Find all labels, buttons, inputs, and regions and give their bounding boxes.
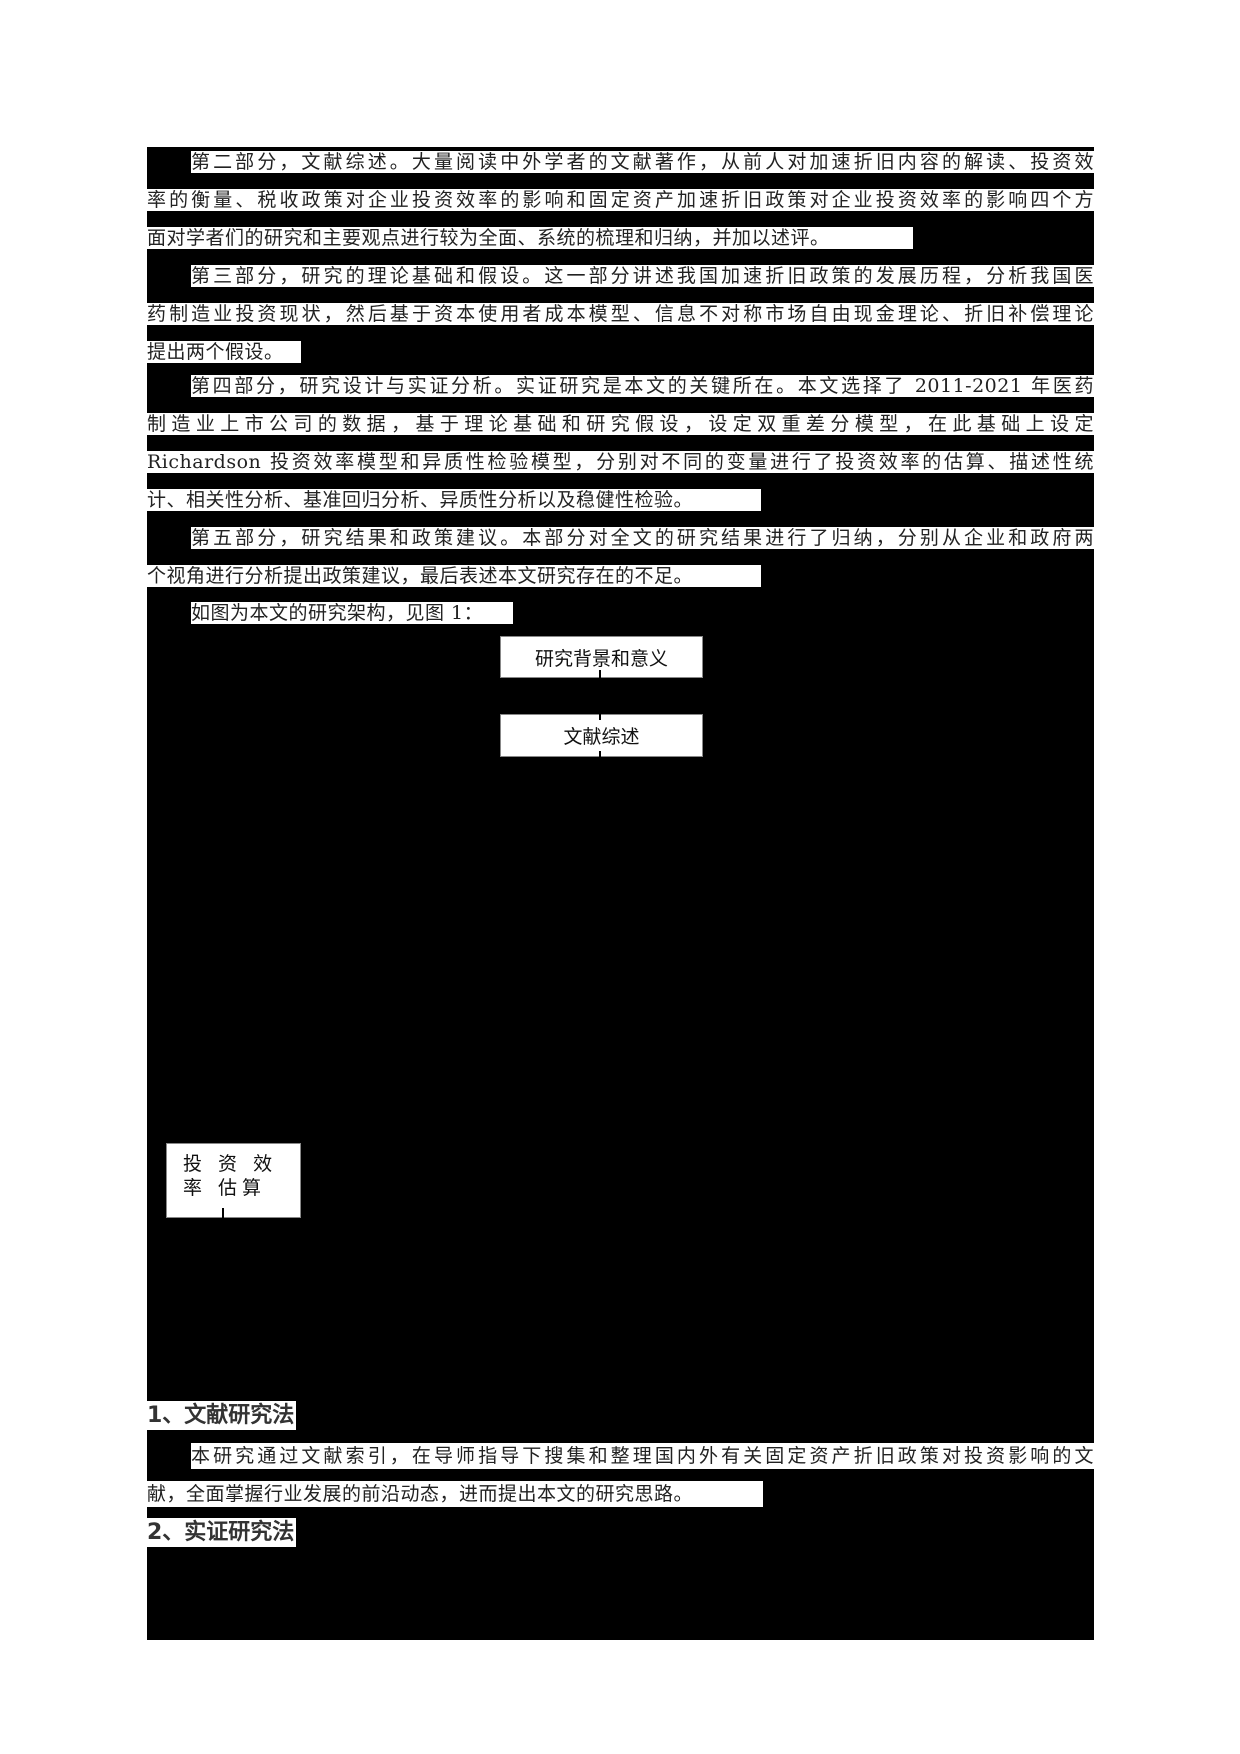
paragraph-part5-line2: 个视角进行分析提出政策建议，最后表述本文研究存在的不足。: [147, 565, 761, 587]
connector-line: [599, 670, 601, 678]
connector-line: [599, 751, 601, 757]
paragraph-part3-line1: 第三部分，研究的理论基础和假设。这一部分讲述我国加速折旧政策的发展历程，分析我国…: [191, 265, 1094, 287]
connector-line: [222, 1208, 224, 1218]
paragraph-part4-line4: 计、相关性分析、基准回归分析、异质性分析以及稳健性检验。: [147, 489, 761, 511]
paragraph-part2-line1: 第二部分，文献综述。大量阅读中外学者的文献著作，从前人对加速折旧内容的解读、投资…: [191, 151, 1094, 173]
paragraph-part4-line3: Richardson 投资效率模型和异质性检验模型，分别对不同的变量进行了投资效…: [147, 451, 1094, 473]
paragraph-part3-line3: 提出两个假设。: [147, 341, 301, 363]
flowchart-box-label: 投 资 效 率 估算: [183, 1153, 278, 1199]
paragraph-part3-line2: 药制造业投资现状，然后基于资本使用者成本模型、信息不对称市场自由现金理论、折旧补…: [147, 303, 1094, 325]
section-heading-empirical-method: 2、实证研究法: [147, 1518, 297, 1547]
section-heading-literature-method: 1、文献研究法: [147, 1401, 297, 1430]
flowchart-box-label: 研究背景和意义: [534, 647, 668, 670]
methods-paragraph-line2: 献，全面掌握行业发展的前沿动态，进而提出本文的研究思路。: [147, 1481, 763, 1507]
flowchart-box-investment-efficiency: 投 资 效 率 估算: [166, 1143, 301, 1218]
figure-intro-text: 如图为本文的研究架构，见图 1：: [191, 602, 513, 624]
flowchart-box-research-background: 研究背景和意义: [500, 636, 703, 678]
methods-paragraph-line1: 本研究通过文献索引，在导师指导下搜集和整理国内外有关固定资产折旧政策对投资影响的…: [191, 1443, 1094, 1469]
paragraph-part4-line2: 制造业上市公司的数据，基于理论基础和研究假设，设定双重差分模型，在此基础上设定: [147, 413, 1094, 435]
paragraph-part2-line3: 面对学者们的研究和主要观点进行较为全面、系统的梳理和归纳，并加以述评。: [147, 227, 913, 249]
connector-line: [599, 714, 601, 720]
paragraph-part5-line1: 第五部分，研究结果和政策建议。本部分对全文的研究结果进行了归纳，分别从企业和政府…: [191, 527, 1094, 549]
flowchart-box-literature-review: 文献综述: [500, 714, 703, 757]
paragraph-part4-line1: 第四部分，研究设计与实证分析。实证研究是本文的关键所在。本文选择了 2011-2…: [191, 375, 1094, 397]
paragraph-part2-line2: 率的衡量、税收政策对企业投资效率的影响和固定资产加速折旧政策对企业投资效率的影响…: [147, 189, 1094, 211]
flowchart-box-label: 文献综述: [563, 726, 640, 748]
